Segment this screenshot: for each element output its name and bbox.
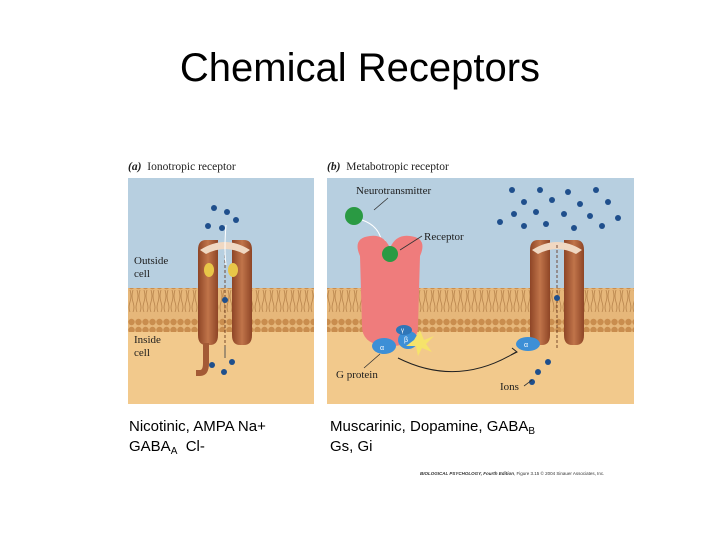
alpha-subunit-label: α [380, 345, 384, 352]
panel-b-title: Metabotropic receptor [346, 161, 449, 173]
label-inside-cell-1: Inside [134, 334, 161, 346]
panel-a-heading: (a) Ionotropic receptor [128, 161, 236, 173]
panel-a-inside-region [128, 332, 314, 404]
ion-in-channel [222, 297, 228, 303]
credit-rest: , Figure 3.15 © 2004 Sinauer Associates,… [514, 471, 605, 476]
label-neurotransmitter: Neurotransmitter [356, 185, 431, 197]
panel-a-membrane [128, 288, 314, 332]
ligand-site-left [204, 263, 214, 277]
ions-outside-b [497, 187, 621, 231]
beta-subunit-label: β [404, 337, 408, 344]
caption-left-cl: Cl- [177, 438, 205, 455]
panel-a-letter: (a) [128, 161, 142, 173]
alpha-subunit-bound-label: α [524, 342, 528, 349]
panel-a-outside-region [128, 178, 314, 288]
caption-right-line1: Muscarinic, Dopamine, GABAB [330, 417, 535, 437]
caption-right-main: Muscarinic, Dopamine, GABA [330, 418, 529, 435]
credit-book: BIOLOGICAL PSYCHOLOGY, Fourth Edition [420, 471, 515, 476]
slide-title: Chemical Receptors [179, 46, 541, 90]
panel-b-heading: (b) Metabotropic receptor [327, 161, 449, 173]
caption-left-line1: Nicotinic, AMPA Na+ [129, 418, 266, 435]
figure-credit: BIOLOGICAL PSYCHOLOGY, Fourth Edition, F… [420, 471, 604, 476]
bound-neurotransmitter [382, 246, 398, 262]
caption-right-gaba-sub: B [528, 426, 536, 437]
metabotropic-receptor [357, 235, 423, 346]
panel-a-ionotropic: Outside cell Inside cell [128, 178, 314, 404]
label-g-protein: G protein [336, 369, 378, 381]
ion-channel [196, 240, 252, 376]
ions-inside-a [209, 359, 235, 375]
gamma-subunit-label: γ [401, 328, 404, 334]
neurotransmitter-molecule [345, 207, 363, 225]
caption-right-line2: Gs, Gi [330, 438, 373, 455]
label-inside-cell-2: cell [134, 347, 150, 359]
g-protein: α β γ [372, 325, 434, 356]
gated-ion-channel: α [516, 240, 584, 351]
alpha-subunit-bound [516, 337, 540, 351]
label-outside-cell-1: Outside [134, 255, 168, 267]
caption-left-gaba-sub: A [170, 446, 178, 457]
ions-inside-b [529, 359, 551, 385]
label-receptor: Receptor [424, 231, 464, 243]
caption-left-gaba: GABA [129, 438, 171, 455]
label-ions: Ions [500, 381, 519, 393]
panel-b-letter: (b) [327, 161, 341, 173]
receptor-figure: (a) Ionotropic receptor (b) Metabotropic… [128, 161, 634, 404]
ions-outside-a [205, 205, 239, 231]
panel-a-title: Ionotropic receptor [147, 161, 236, 173]
label-outside-cell-2: cell [134, 268, 150, 280]
ligand-site-right [228, 263, 238, 277]
caption-left-line2: GABAA Cl- [129, 437, 205, 457]
panel-b-metabotropic: Neurotransmitter Receptor α β γ G protei… [327, 178, 634, 404]
